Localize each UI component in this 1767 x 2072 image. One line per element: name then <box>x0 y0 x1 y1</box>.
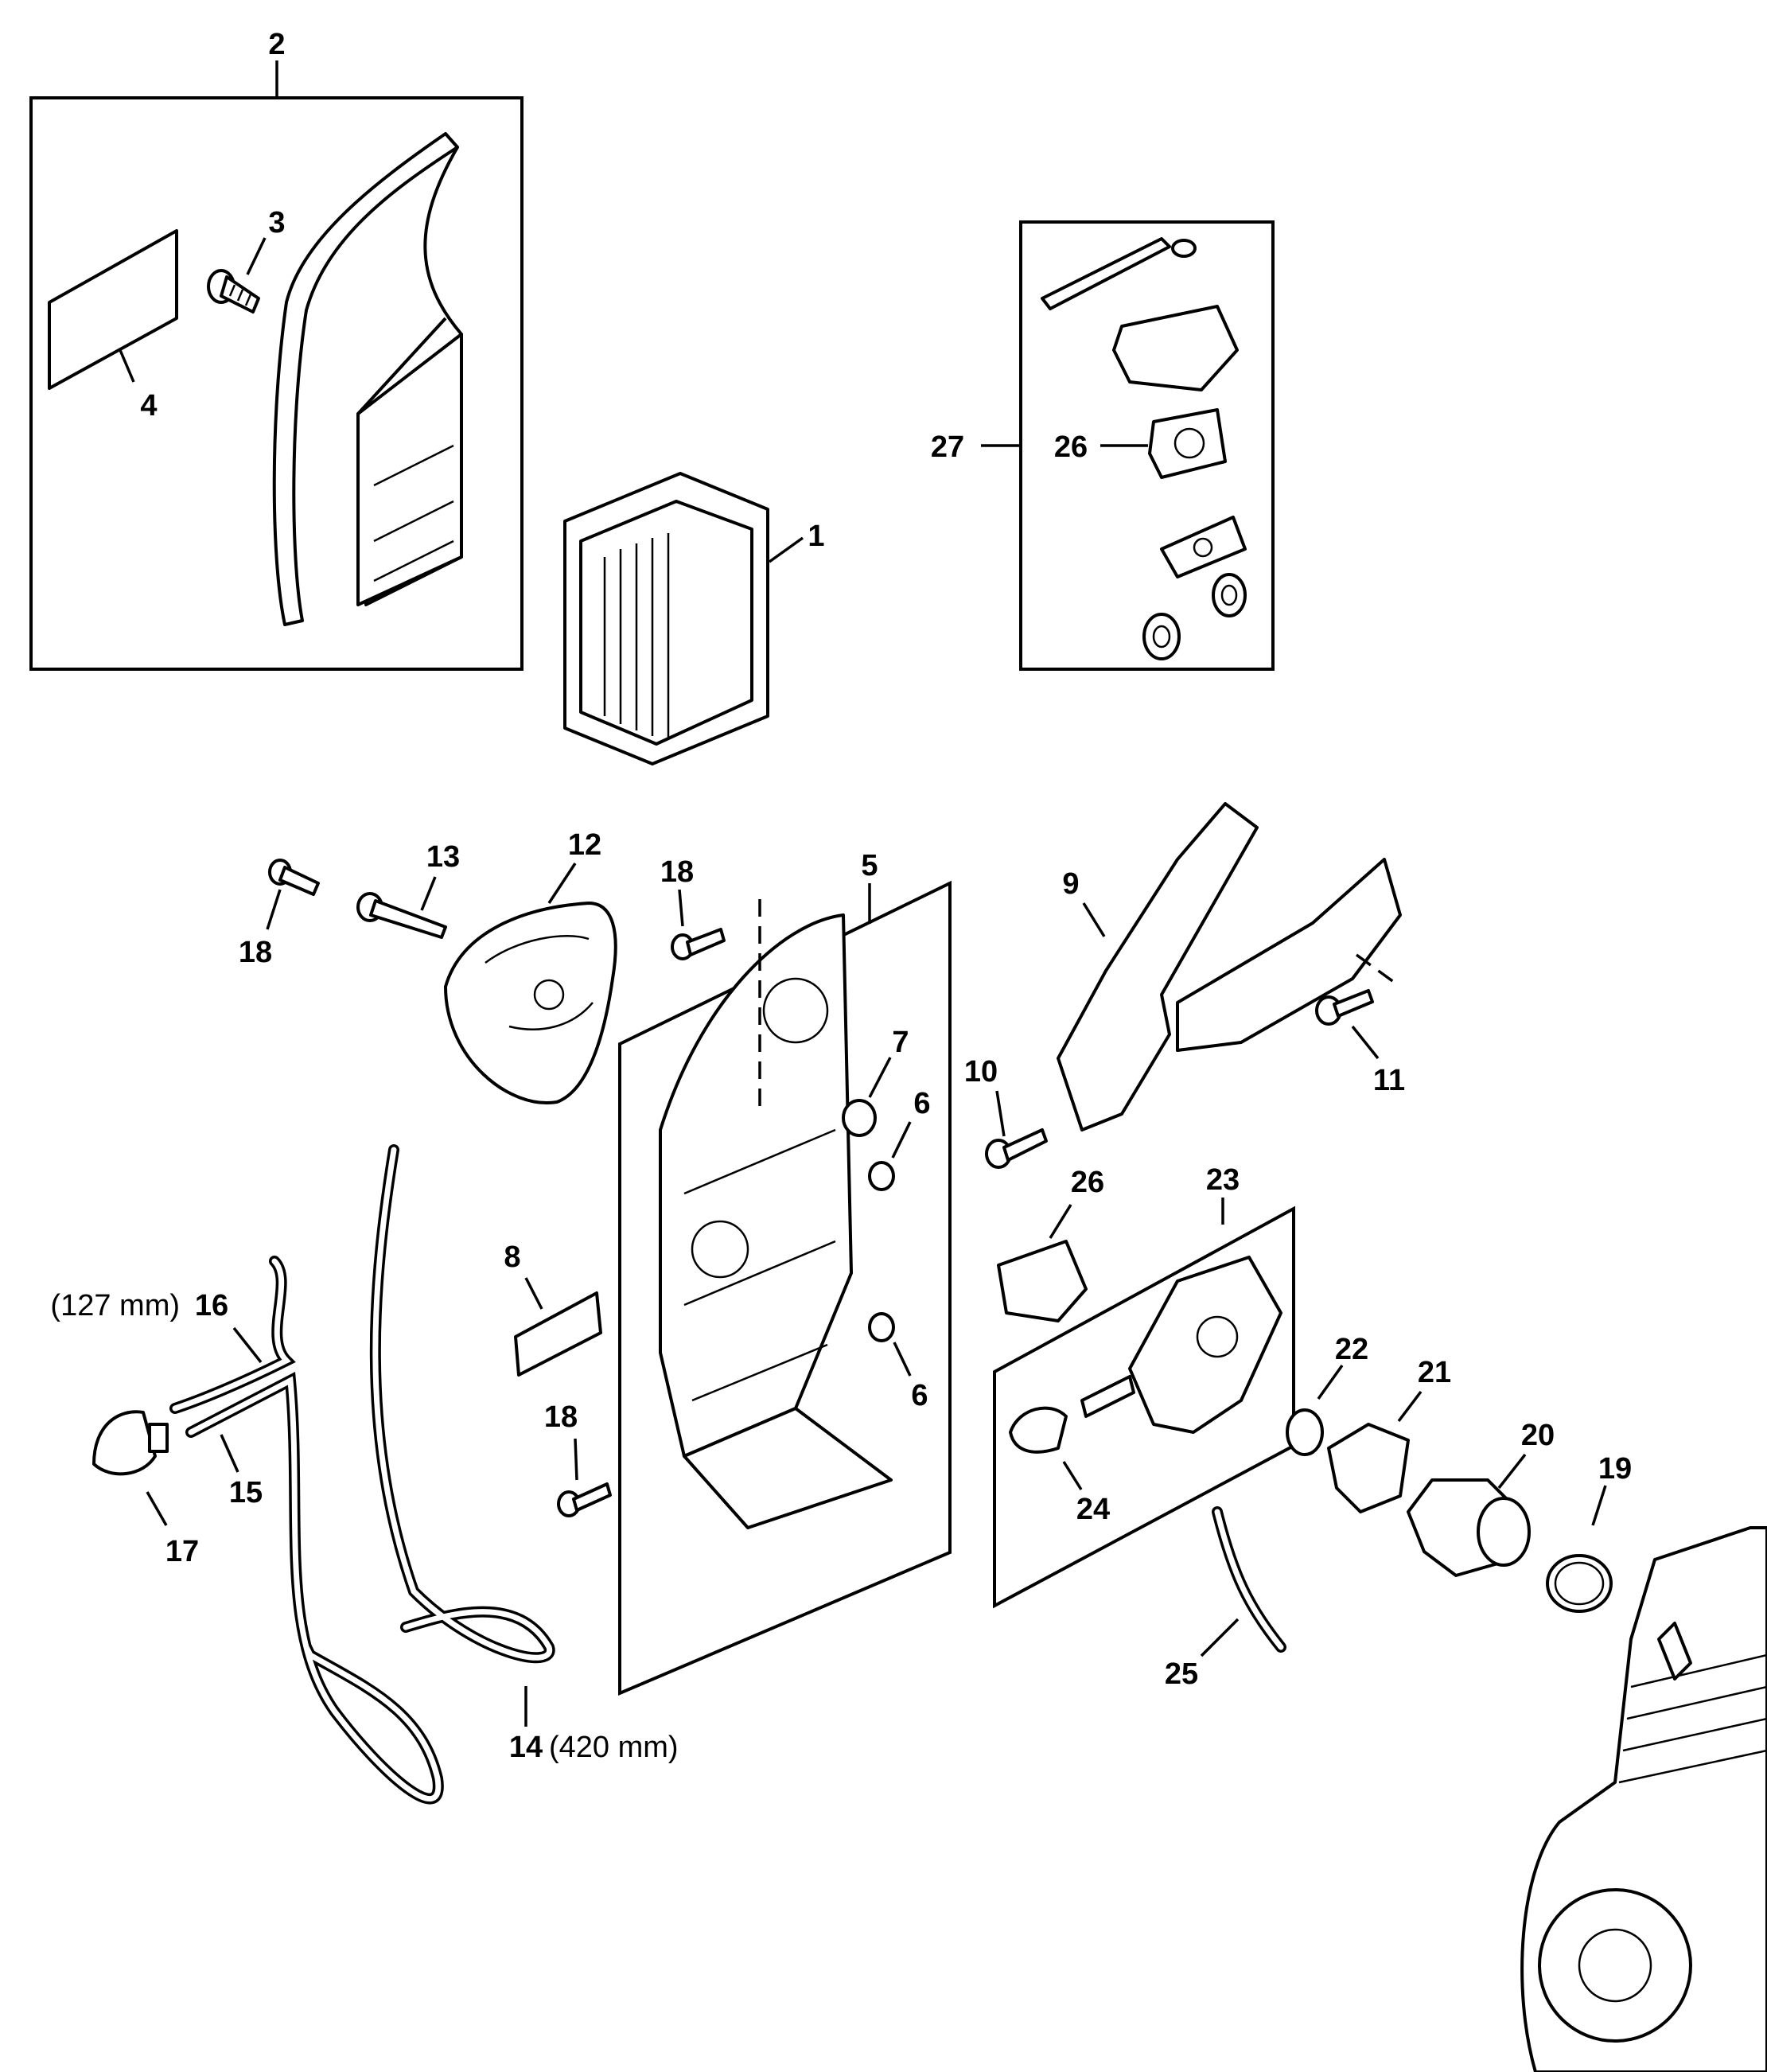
engine-cylinder-crankcase <box>1520 1526 1767 2072</box>
part-8-plate <box>514 1291 602 1377</box>
part-11-screw <box>1315 989 1374 1026</box>
part-22-ring <box>1286 1408 1324 1456</box>
part-21-flange <box>1327 1423 1410 1513</box>
leader-lines <box>119 60 1607 1727</box>
part-6-bushing-a <box>868 1161 895 1191</box>
label-part-10: 10 <box>964 1055 998 1089</box>
label-part-26: 26 <box>1071 1166 1104 1199</box>
part-24-knob <box>1009 1406 1068 1454</box>
label-part-20: 20 <box>1521 1419 1555 1452</box>
alignment-line-11 <box>1355 953 1402 988</box>
label-part-18-left: 18 <box>239 936 272 969</box>
kit-27-contents <box>1041 237 1247 660</box>
label-part-13: 13 <box>426 840 460 874</box>
part-16-fuel-hose <box>169 1256 296 1414</box>
part-13-screw <box>356 892 447 939</box>
label-part-18-top: 18 <box>660 855 694 889</box>
label-part-19: 19 <box>1598 1452 1632 1486</box>
label-part-8: 8 <box>504 1240 520 1274</box>
label-part-11: 11 <box>1373 1064 1405 1097</box>
part-4-label-plate <box>48 229 178 390</box>
label-part-6-lower: 6 <box>911 1379 928 1412</box>
label-part-18-lower: 18 <box>544 1400 578 1434</box>
label-part-4: 4 <box>140 389 157 423</box>
part-9-bracket <box>1057 802 1402 1131</box>
part-18-screw-a <box>268 859 320 896</box>
part-23-carburetor <box>1080 1256 1282 1434</box>
part-25-hose <box>1212 1506 1286 1653</box>
label-part-24: 24 <box>1076 1493 1110 1526</box>
label-part-23: 23 <box>1206 1163 1240 1197</box>
part-7-grommet <box>842 1099 877 1137</box>
label-part-12: 12 <box>568 828 601 862</box>
label-part-9: 9 <box>1062 867 1079 901</box>
part-3-screw <box>207 269 260 314</box>
part-10-screw <box>985 1128 1048 1169</box>
part-12-cover <box>444 902 617 1105</box>
label-part-6-upper: 6 <box>913 1087 930 1120</box>
part-5-carburetor-box <box>659 913 893 1529</box>
label-part-2: 2 <box>268 28 285 61</box>
label-part-16: 16 <box>195 1289 228 1322</box>
label-part-3: 3 <box>268 206 285 240</box>
part-19-hose-clamp <box>1546 1554 1613 1613</box>
label-part-1: 1 <box>808 520 824 553</box>
label-part-15: 15 <box>229 1476 263 1509</box>
label-part-14-length: (420 mm) <box>549 1731 679 1764</box>
label-part-22: 22 <box>1335 1333 1368 1366</box>
part-18-screw-c <box>557 1482 612 1517</box>
label-part-21: 21 <box>1418 1356 1451 1389</box>
part-26-gasket <box>997 1240 1088 1322</box>
label-part-25: 25 <box>1165 1657 1198 1691</box>
part-1-air-filter <box>563 472 769 765</box>
part-18-screw-b <box>671 928 726 960</box>
part-17-primer-bulb <box>92 1410 169 1476</box>
part-15-fuel-hose <box>185 1371 444 1805</box>
label-part-27: 27 <box>931 430 964 464</box>
part-2-filter-cover <box>272 132 463 626</box>
label-part-26-kit: 26 <box>1054 430 1088 464</box>
label-part-7: 7 <box>892 1026 909 1059</box>
part-14-fuel-hose <box>369 1144 555 1664</box>
label-part-14: 14 <box>509 1731 543 1764</box>
part-6-bushing-b <box>868 1312 895 1342</box>
label-part-5: 5 <box>861 849 878 882</box>
label-part-17: 17 <box>165 1535 199 1568</box>
label-part-16-length: (127 mm) <box>50 1289 180 1322</box>
part-20-intake-manifold <box>1407 1478 1531 1577</box>
